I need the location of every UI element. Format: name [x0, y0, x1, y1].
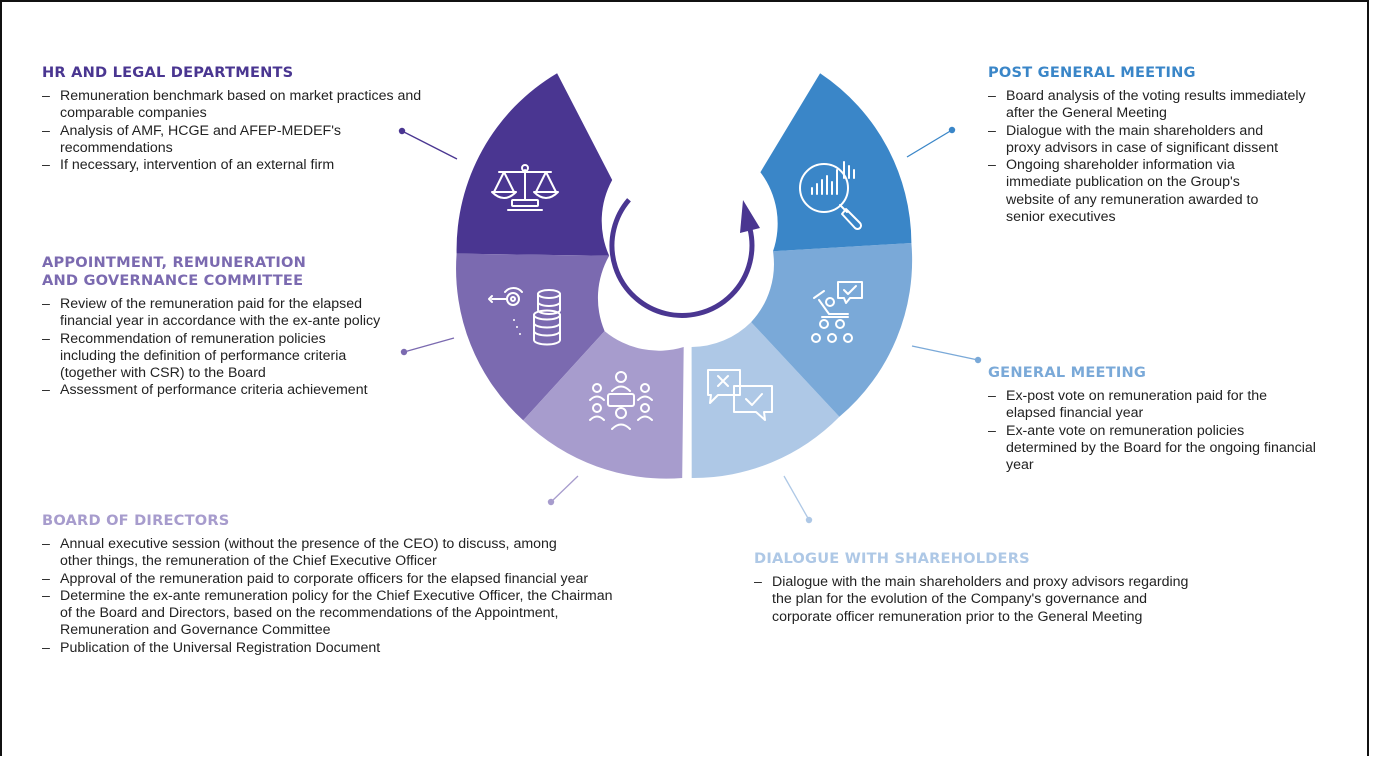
list-item: Determine the ex-ante remuneration polic…: [42, 588, 625, 640]
segment-board: [523, 331, 684, 479]
leader-dot-post-meeting: [948, 126, 956, 134]
leader-line-dialogue: [783, 475, 810, 521]
leader-line-committee: [403, 337, 455, 353]
list-item: Dialogue with the main shareholders and …: [754, 574, 1192, 626]
list-item: Recommendation of remuneration policies …: [42, 331, 360, 383]
list-item: Ex-ante vote on remuneration policies de…: [988, 423, 1316, 475]
section-board: BOARD OF DIRECTORS Annual executive sess…: [42, 512, 622, 657]
item-list-post-meeting: Board analysis of the voting results imm…: [988, 88, 1318, 226]
segment-hr: [456, 73, 613, 256]
leader-line-hr: [401, 130, 458, 160]
meeting-table-icon: [589, 371, 653, 430]
list-item: Approval of the remuneration paid to cor…: [42, 571, 590, 589]
segment-general-meeting: [751, 243, 913, 417]
leader-line-post-meeting: [906, 129, 953, 158]
leader-line-board: [550, 475, 579, 503]
section-title-committee: APPOINTMENT, REMUNERATION AND GOVERNANCE…: [42, 254, 402, 290]
segment-dialogue: [691, 322, 840, 479]
leader-dot-general-meeting: [974, 356, 982, 364]
list-item: Review of the remuneration paid for the …: [42, 296, 402, 331]
section-title-dialogue: DIALOGUE WITH SHAREHOLDERS: [754, 550, 1030, 567]
leader-lines: [401, 129, 979, 521]
item-list-board: Annual executive session (without the pr…: [42, 536, 622, 657]
leader-dot-dialogue: [805, 516, 813, 524]
magnifier-chart-icon: [799, 161, 863, 231]
list-item: Assessment of performance criteria achie…: [42, 382, 480, 400]
list-item: Ongoing shareholder information via imme…: [988, 157, 1291, 226]
section-title-hr: HR AND LEGAL DEPARTMENTS: [42, 64, 294, 81]
title-line-2: AND GOVERNANCE COMMITTEE: [42, 272, 304, 289]
title-line-1: APPOINTMENT, REMUNERATION: [42, 254, 307, 271]
list-item: Annual executive session (without the pr…: [42, 536, 590, 571]
leader-dot-committee: [400, 348, 408, 356]
target-and-coins-icon: [488, 286, 561, 346]
item-list-dialogue: Dialogue with the main shareholders and …: [754, 574, 1204, 626]
section-dialogue: DIALOGUE WITH SHAREHOLDERS Dialogue with…: [754, 550, 1204, 626]
segment-committee: [456, 253, 610, 421]
item-list-hr: Remuneration benchmark based on market p…: [42, 88, 462, 175]
leader-dot-hr: [398, 127, 406, 135]
list-item: Ex-post vote on remuneration paid for th…: [988, 388, 1276, 423]
item-list-general-meeting: Ex-post vote on remuneration paid for th…: [988, 388, 1318, 474]
section-title-board: BOARD OF DIRECTORS: [42, 512, 230, 529]
list-item: Remuneration benchmark based on market p…: [42, 88, 462, 123]
scales-of-justice-icon: [491, 164, 559, 211]
list-item: Board analysis of the voting results imm…: [988, 88, 1306, 123]
leader-dots: [398, 126, 982, 524]
list-item: Dialogue with the main shareholders and …: [988, 123, 1291, 158]
segment-post-meeting: [760, 73, 912, 252]
list-item: If necessary, intervention of an externa…: [42, 157, 462, 175]
section-hr: HR AND LEGAL DEPARTMENTS Remuneration be…: [42, 64, 462, 175]
item-list-committee: Review of the remuneration paid for the …: [42, 296, 402, 400]
chat-bubbles-icon: [707, 369, 773, 421]
section-general-meeting: GENERAL MEETING Ex-post vote on remunera…: [988, 364, 1318, 474]
section-title-general-meeting: GENERAL MEETING: [988, 364, 1147, 381]
leader-line-general-meeting: [911, 345, 979, 361]
list-item: Publication of the Universal Registratio…: [42, 640, 622, 658]
section-committee: APPOINTMENT, REMUNERATION AND GOVERNANCE…: [42, 254, 402, 400]
voting-ballot-icon: [811, 281, 863, 343]
section-title-post-meeting: POST GENERAL MEETING: [988, 64, 1196, 81]
section-post-meeting: POST GENERAL MEETING Board analysis of t…: [988, 64, 1318, 226]
leader-dot-board: [547, 498, 555, 506]
cycle-arrow-icon: [609, 198, 760, 318]
list-item: Analysis of AMF, HCGE and AFEP-MEDEF's r…: [42, 123, 400, 158]
